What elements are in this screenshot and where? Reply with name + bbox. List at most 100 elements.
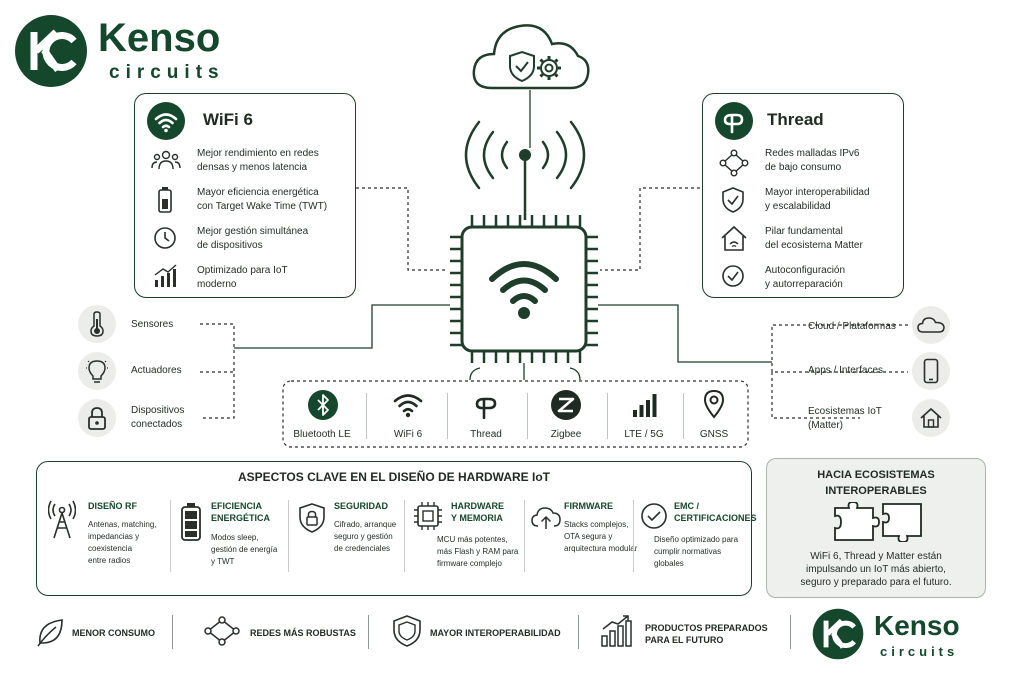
leaf-icon [37,619,63,647]
antenna-waves [464,120,586,220]
people-icon [151,150,181,170]
aspect-rf-text: Antenas, matching,impedancias y coexiste… [88,520,157,565]
shield-icon [393,615,421,647]
aspect-firmware-text: Stacks complejos,OTA segura y arquitectu… [564,520,638,553]
bottom-divider [368,615,369,649]
chart-up-icon [601,615,632,647]
aspect-divider [633,500,634,572]
battery-icon [158,187,172,213]
sensor-icon-circle [78,305,116,343]
thermometer-icon [90,311,104,337]
protocol-divider [607,393,608,439]
protocol-zigbee: Zigbee [530,388,602,444]
benefit-interoperability: MAYOR INTEROPERABILIDAD [430,628,561,638]
brand-logo: Kenso circuits [14,14,254,88]
wifi-icon [147,102,185,140]
thread-icon [475,397,497,419]
brand-name-footer: Kenso [874,610,960,641]
right-target-ecosystems: Ecosistemas IoT(Matter) [808,406,882,431]
network-icon [204,616,240,646]
actuator-icon-circle [78,352,116,390]
growth-chart-icon [154,264,177,287]
kc-logo-icon [15,15,87,87]
protocol-divider [447,393,448,439]
brand-name: Kenso [98,16,221,60]
home-icon [920,407,942,428]
brand-logo-footer: Kenso circuits [812,608,992,660]
bottom-divider [172,615,173,649]
clock-icon [154,227,176,249]
benefit-lower-consumption: MENOR CONSUMO [72,628,155,638]
certification-icon [641,503,667,529]
aspects-panel [36,461,752,596]
left-device-actuators: Actuadores [131,365,182,376]
aspect-divider [524,500,525,572]
thread-title: Thread [767,110,824,129]
check-circle-icon [722,265,744,287]
protocol-gnss: GNSS [678,388,750,444]
aspect-emc-title: EMC /CERTIFICACIONES [674,501,757,523]
cloud-security-icon [472,24,590,90]
cloud-icon-circle [912,306,950,344]
aspect-energy-text: Modos sleep,gestión de energía y TWT [211,533,278,566]
protocol-wifi6: WiFi 6 [372,388,444,444]
protocol-thread: Thread [450,388,522,444]
antenna-icon [48,500,76,539]
right-target-cloud: Cloud / Plataformas [808,321,896,332]
brand-sub-footer: circuits [880,644,959,659]
protocol-lte: LTE / 5G [608,388,680,444]
battery-full-icon [181,503,201,541]
smartphone-icon-circle [912,352,950,390]
smartphone-icon [923,358,939,384]
shield-check-icon [722,187,744,213]
aspect-hardware-text: MCU más potentes,más Flash y RAM para fi… [437,535,519,568]
right-target-apps: Apps / Interfaces [808,365,884,376]
protocol-divider [366,393,367,439]
brand-sub: circuits [109,62,225,83]
bluetooth-icon [308,390,338,420]
zigbee-icon [551,390,581,420]
location-pin-icon [703,389,725,419]
protocol-divider [683,393,684,439]
lock-icon [88,407,106,430]
aspect-firmware-title: FIRMWARE [564,501,613,511]
smart-home-icon [721,225,747,251]
lightbulb-icon [86,360,108,383]
benefit-robust-networks: REDES MÁS ROBUSTAS [250,628,356,638]
lock-icon-circle [78,399,116,437]
cloud-icon [917,317,945,333]
protocol-bluetooth: Bluetooth LE [286,388,358,444]
bottom-divider [790,615,791,649]
protocol-divider [527,393,528,439]
ecosystem-panel [766,458,986,598]
microchip-icon [414,502,442,530]
bottom-divider [578,615,579,649]
wifi6-title: WiFi 6 [203,110,253,129]
home-icon-circle [912,399,950,437]
aspect-divider [288,500,289,572]
cloud-upload-icon [531,507,561,529]
signal-bars-icon [633,394,657,417]
wifi-icon [393,394,423,418]
left-device-sensors: Sensores [131,319,174,330]
aspect-security-title: SEGURIDAD [334,501,389,511]
chip-wifi-icon [450,215,598,363]
